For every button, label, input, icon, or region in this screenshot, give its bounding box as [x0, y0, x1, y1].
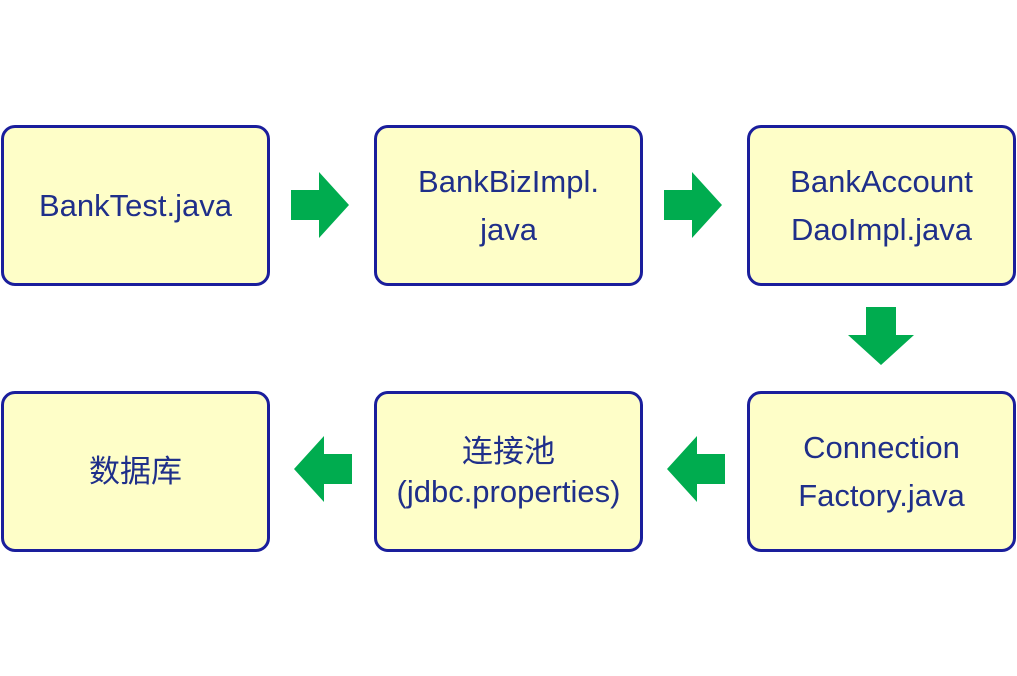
node-label: 数据库: [89, 453, 182, 490]
node-label-line-1: BankBizImpl.: [418, 163, 599, 199]
node-bank-account-dao-impl: BankAccount DaoImpl.java: [747, 125, 1016, 286]
node-label-line-1: BankAccount: [790, 163, 973, 199]
node-connection-pool: 连接池 (jdbc.properties): [374, 391, 643, 552]
arrow-down-icon: [848, 307, 914, 365]
node-label-line-1: Connection: [803, 429, 960, 465]
node-connection-factory: Connection Factory.java: [747, 391, 1016, 552]
arrow-left-icon: [667, 436, 725, 502]
node-label-line-2: (jdbc.properties): [396, 473, 621, 509]
node-label: BankTest.java: [39, 187, 232, 223]
arrow-right-icon: [291, 172, 349, 238]
node-label-line-2: java: [480, 211, 537, 247]
arrow-right-icon: [664, 172, 722, 238]
node-label-line-2: Factory.java: [798, 477, 965, 513]
node-bank-biz-impl: BankBizImpl. java: [374, 125, 643, 286]
node-label-line-2: DaoImpl.java: [791, 211, 972, 247]
node-bank-test: BankTest.java: [1, 125, 270, 286]
node-label-line-1: 连接池: [462, 433, 555, 470]
node-database: 数据库: [1, 391, 270, 552]
arrow-left-icon: [294, 436, 352, 502]
